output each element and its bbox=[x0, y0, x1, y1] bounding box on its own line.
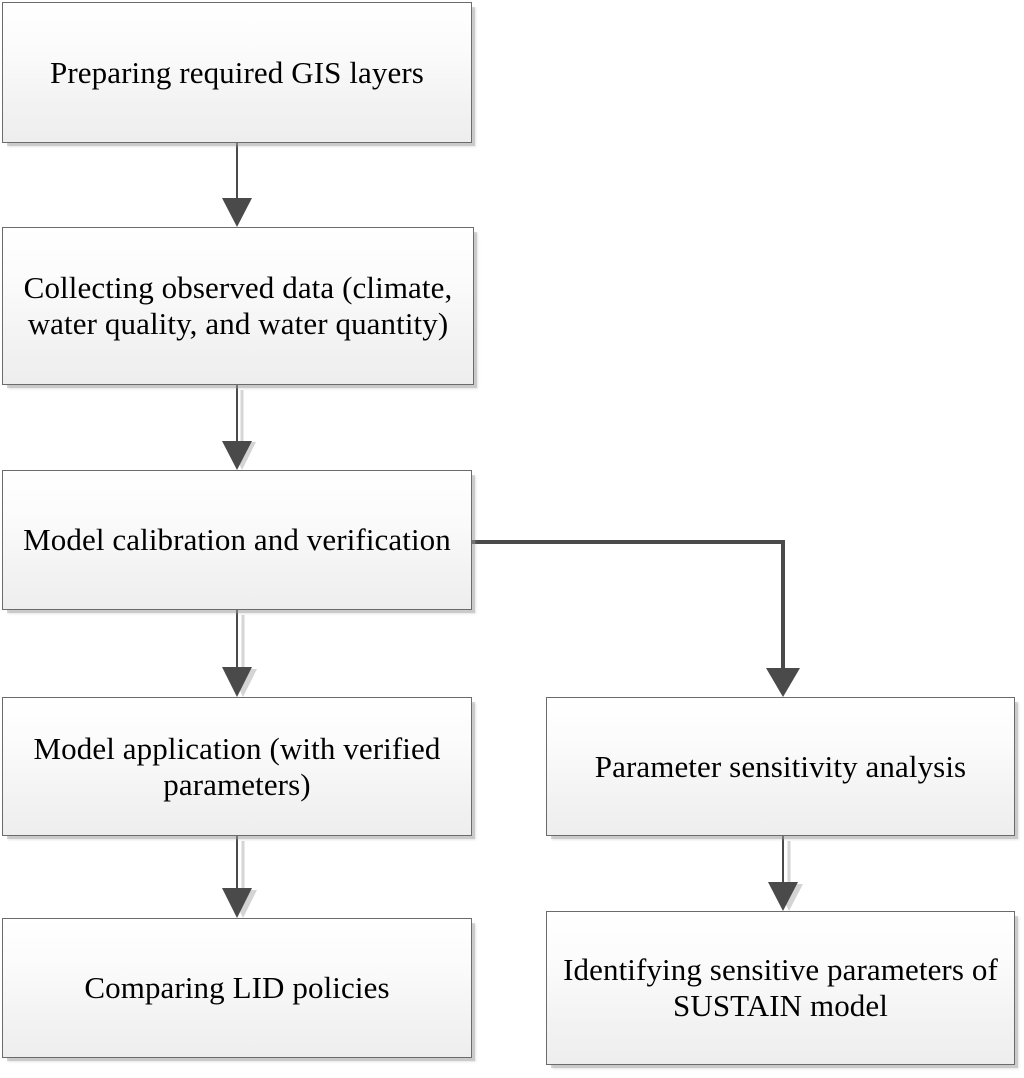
edge-application-to-compare bbox=[222, 836, 257, 918]
node-model-application[interactable]: Model application (with verified paramet… bbox=[2, 697, 472, 836]
edge-collect-to-calibration bbox=[222, 385, 256, 470]
node-parameter-sensitivity-label: Parameter sensitivity analysis bbox=[594, 748, 967, 784]
node-compare-lid-label: Comparing LID policies bbox=[84, 970, 390, 1006]
node-parameter-sensitivity[interactable]: Parameter sensitivity analysis bbox=[546, 697, 1015, 836]
edge-calibration-to-sensitivity bbox=[472, 540, 800, 697]
node-prepare-gis[interactable]: Preparing required GIS layers bbox=[2, 2, 472, 143]
node-identify-sensitive[interactable]: Identifying sensitive parameters of SUST… bbox=[546, 911, 1015, 1065]
node-collect-data-label: Collecting observed data (climate, water… bbox=[23, 270, 453, 341]
edge-calibration-to-application bbox=[222, 610, 257, 697]
node-collect-data[interactable]: Collecting observed data (climate, water… bbox=[2, 227, 474, 385]
node-prepare-gis-label: Preparing required GIS layers bbox=[50, 54, 424, 90]
node-model-application-label: Model application (with verified paramet… bbox=[33, 730, 441, 802]
edge-sensitivity-to-identify bbox=[768, 836, 803, 911]
node-compare-lid[interactable]: Comparing LID policies bbox=[2, 918, 472, 1058]
edge-prepare-to-collect bbox=[222, 143, 252, 227]
node-model-calibration[interactable]: Model calibration and verification bbox=[2, 470, 472, 610]
node-identify-sensitive-label: Identifying sensitive parameters of SUST… bbox=[563, 952, 998, 1023]
node-model-calibration-label: Model calibration and verification bbox=[23, 522, 451, 558]
